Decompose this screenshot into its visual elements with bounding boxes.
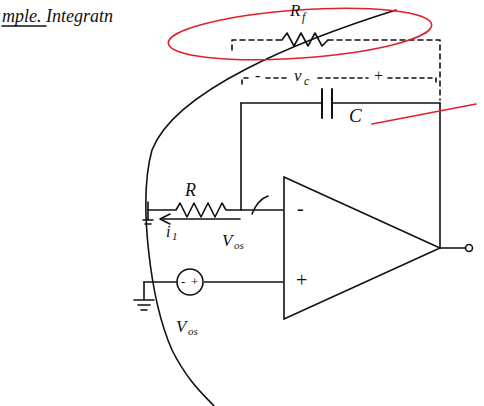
ground-symbol: [143, 202, 153, 224]
subscript: c: [304, 75, 309, 87]
component-label: C: [349, 106, 362, 125]
wire: [241, 209, 283, 211]
input-sign: -: [297, 198, 304, 218]
dashed-wire: [232, 40, 282, 50]
current-arrow: [162, 218, 240, 220]
dashed-wire: [328, 40, 440, 100]
voltage-label: v: [294, 67, 302, 84]
arrow-head: [160, 214, 170, 224]
subscript: os: [188, 326, 198, 337]
current-label: i: [166, 224, 170, 240]
wire: [439, 103, 441, 248]
wire: [332, 102, 440, 104]
component-label: R: [290, 2, 300, 19]
input-sign: +: [296, 270, 307, 290]
ground-symbol: [134, 282, 154, 310]
wire: [440, 247, 465, 249]
polarity-sign: -: [255, 68, 260, 84]
opamp-symbol: -+: [283, 176, 443, 320]
input-sign: +: [191, 275, 198, 288]
wire: [144, 281, 176, 283]
outline: [176, 268, 204, 296]
component-label: R: [185, 181, 196, 199]
outline: [283, 176, 443, 320]
subscript: 1: [172, 231, 178, 242]
resistor-symbol: [282, 33, 328, 46]
polarity-sign: +: [373, 68, 384, 84]
source-label: V: [176, 318, 186, 335]
node-voltage-label: V: [222, 232, 232, 249]
highlight-line: [372, 104, 476, 124]
capacitor-plate: [321, 89, 323, 118]
voltage-source: -+: [176, 268, 204, 296]
wire: [240, 103, 242, 210]
subscript: os: [234, 240, 244, 251]
wire: [204, 282, 283, 283]
resistor-symbol: [148, 203, 241, 217]
voltage-bracket: [242, 78, 436, 86]
wire: [241, 102, 322, 104]
underline: [2, 25, 46, 27]
pointer-curve: [146, 10, 396, 406]
output-terminal: [466, 245, 473, 252]
pointer-curve: [252, 196, 268, 214]
highlight-ellipse: [167, 1, 434, 67]
title: mple. Integratn: [2, 7, 113, 25]
subscript: f: [302, 11, 305, 23]
input-sign: -: [181, 275, 185, 288]
